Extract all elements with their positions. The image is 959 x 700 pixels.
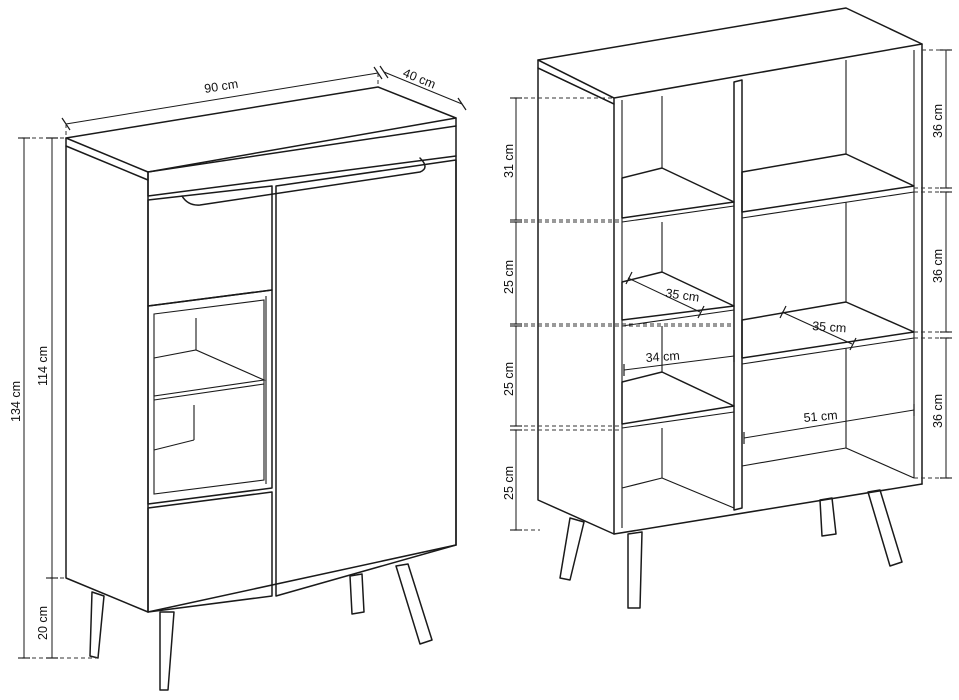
shelf-depth-large-label: 35 cm — [812, 319, 847, 335]
shelf-left-2-label: 25 cm — [502, 260, 516, 294]
body-height-label: 114 cm — [36, 346, 50, 386]
shelf-drawing — [537, 7, 923, 609]
glass-compartment — [147, 289, 273, 505]
shelf-leg-front-mid — [627, 531, 643, 609]
shelf-right-bottom-label: 36 cm — [931, 394, 945, 428]
leg-front-mid — [159, 611, 175, 691]
shelf-left-1-label: 31 cm — [502, 144, 516, 178]
shelf-right-top-label: 36 cm — [931, 104, 945, 138]
shelf-inner-width-small-label: 34 cm — [645, 349, 680, 365]
cabinet-top — [65, 86, 457, 173]
shelf-side-panel — [537, 67, 615, 535]
bottom-drawer — [147, 491, 273, 613]
shelf-right-mid-label: 36 cm — [931, 249, 945, 283]
depth-label: 40 cm — [401, 66, 438, 92]
handle-groove — [181, 157, 426, 206]
left-shelf-2 — [621, 271, 735, 321]
cabinet-dimensions — [18, 65, 467, 659]
shelf-top — [537, 7, 923, 99]
inner-shelf — [153, 349, 266, 397]
shelf-leg-front-left — [559, 517, 585, 581]
leg-front-right — [395, 563, 433, 645]
left-shelf-1 — [621, 167, 735, 219]
leg-height-label: 20 cm — [36, 606, 50, 640]
leg-back — [349, 573, 365, 615]
shelf-inner-width-large-label: 51 cm — [803, 408, 838, 425]
leg-front-left — [89, 591, 105, 659]
vertical-divider — [733, 79, 743, 511]
right-door — [275, 159, 457, 597]
right-shelf-1 — [741, 153, 915, 213]
shelf-left-4-label: 25 cm — [502, 466, 516, 500]
shelf-depth-small-label: 35 cm — [665, 286, 701, 305]
left-shelf-3 — [621, 371, 735, 425]
shelf-leg-front-right — [867, 489, 903, 567]
cabinet-top-rail — [147, 125, 457, 197]
total-height-label: 134 cm — [9, 381, 23, 422]
width-label: 90 cm — [203, 77, 239, 96]
shelf-leg-back — [819, 497, 837, 537]
shelf-dimensions — [510, 49, 952, 531]
shelf-left-3-label: 25 cm — [502, 362, 516, 396]
cabinet-drawing — [65, 86, 457, 691]
cabinet-side-panel — [65, 145, 149, 613]
